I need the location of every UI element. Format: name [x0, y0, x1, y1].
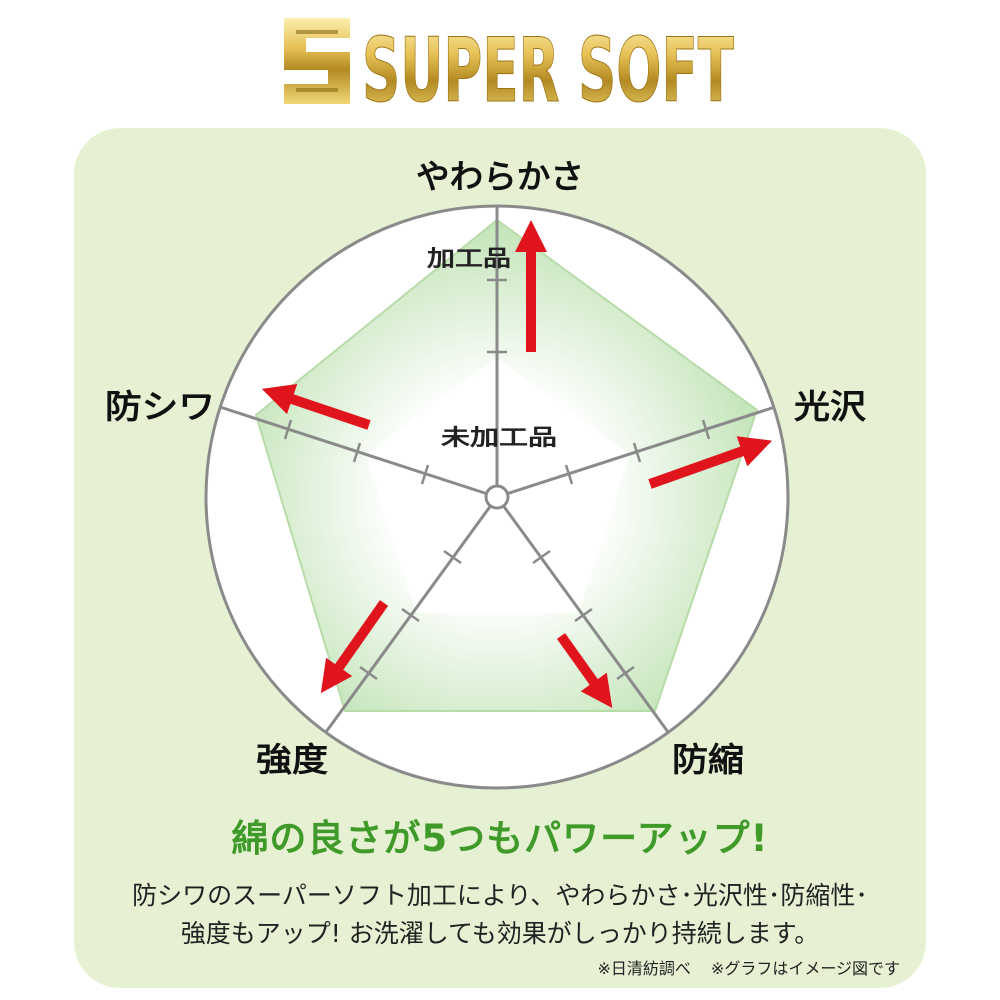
tick [574, 607, 593, 623]
axis-boushiwa [219, 405, 498, 499]
tick [632, 442, 642, 463]
tick [352, 442, 362, 463]
tick [359, 665, 378, 681]
arrow-kyoudo-icon [320, 600, 389, 694]
footnotes: ※日清紡調べ ※グラフはイメージ図です [597, 955, 900, 979]
note-source: ※日清紡調べ [597, 959, 691, 978]
arrow-koutaku-icon [648, 436, 773, 489]
headline: 綿の良さが5つもパワーアップ! [231, 817, 769, 860]
arrow-boushuku-icon [556, 633, 613, 709]
tick [420, 464, 430, 485]
description-line-1: 防シワのスーパーソフト加工により、やわらかさ･光沢性･防縮性･ [132, 881, 868, 910]
tick [564, 464, 574, 485]
tick [283, 419, 293, 440]
tick [532, 549, 551, 565]
label-processed: 加工品 [426, 247, 511, 272]
tick [443, 549, 462, 565]
axis-label-yawarakasa: やわらかさ [416, 157, 584, 196]
axis-label-boushuku: 防縮 [672, 740, 744, 779]
center-point [484, 484, 510, 510]
note-image: ※グラフはイメージ図です [710, 959, 900, 978]
axis-label-boushiwa: 防シワ [105, 387, 215, 426]
tick [701, 419, 711, 440]
description-line-2: 強度もアップ! お洗濯しても効果がしっかり持続します。 [180, 919, 820, 948]
axis-label-koutaku: 光沢 [794, 387, 867, 426]
arrow-boushiwa-icon [261, 383, 371, 430]
ss-emblem-icon [284, 18, 350, 104]
logo-text: SUPER SOFT [362, 19, 734, 120]
tick [616, 665, 635, 681]
label-unprocessed: 未加工品 [441, 426, 557, 451]
axis-label-kyoudo: 強度 [256, 740, 328, 779]
tick [401, 607, 420, 623]
super-soft-logo: SUPER SOFT [284, 18, 735, 120]
